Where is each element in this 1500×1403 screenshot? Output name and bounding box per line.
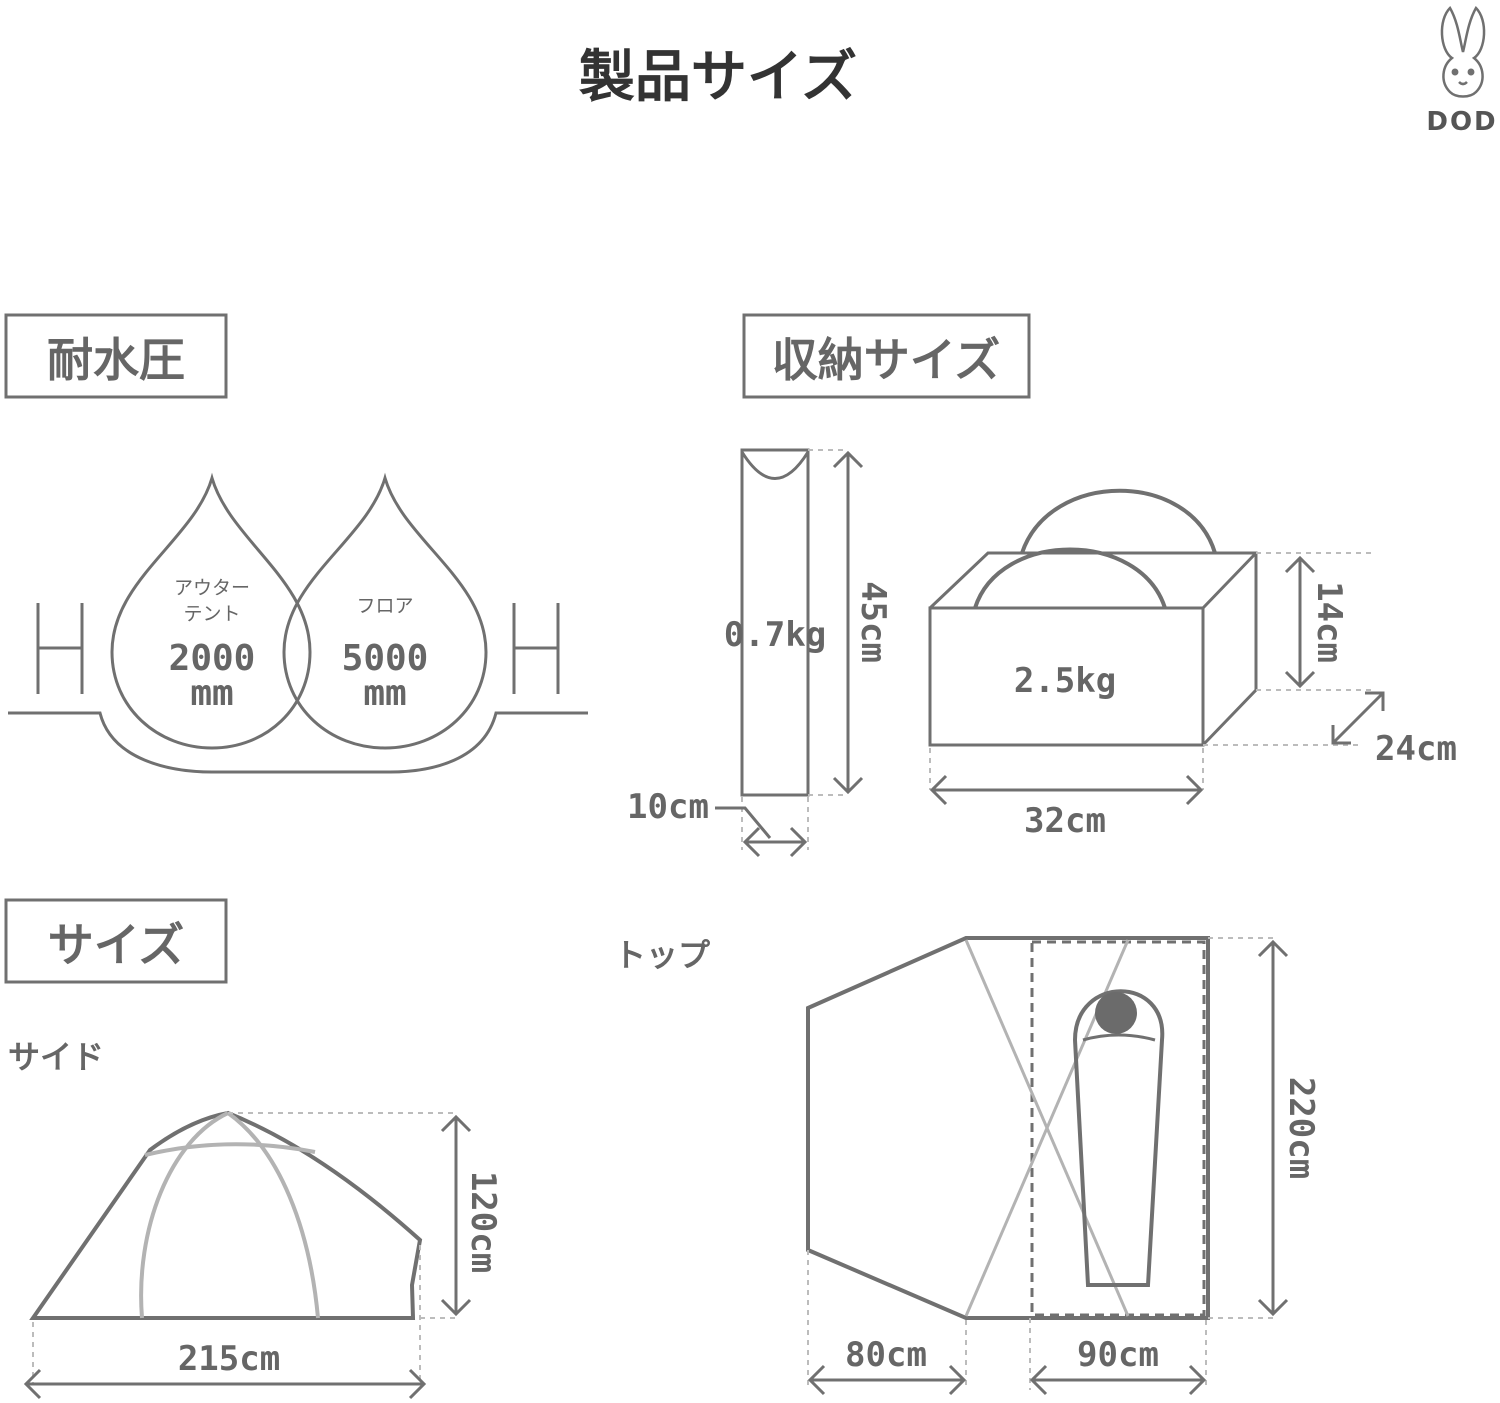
top-view-label: トップ [614, 936, 711, 974]
vestibule-width-arrow [807, 1364, 967, 1396]
bag-height-label: 14cm [1309, 581, 1349, 663]
inner-width-arrow [1029, 1364, 1207, 1396]
storage-heading: 収納サイズ [772, 333, 1001, 387]
bag-width-label: 32cm [1024, 801, 1106, 841]
sleeping-bag-icon [1072, 989, 1165, 1287]
h-mark-right [512, 603, 560, 694]
top-length-label: 220cm [1281, 1077, 1321, 1179]
floor-unit: mm [363, 673, 406, 714]
bag-height-arrow [1284, 555, 1316, 689]
side-length-label: 215cm [178, 1339, 280, 1379]
pole-bag [740, 448, 848, 850]
water-pressure-section: 耐水圧 アウター テント 2000 mm フロア 5000 mm [4, 313, 588, 774]
top-length-arrow [1257, 939, 1289, 1317]
bag-width-arrow [929, 774, 1204, 806]
logo-text: DOD [1426, 107, 1497, 137]
outer-tent-drop-icon [110, 472, 312, 750]
inner-width-label: 90cm [1077, 1335, 1159, 1375]
side-height-arrow [440, 1114, 472, 1317]
floor-value: 5000 [342, 638, 429, 679]
pole-width-label: 10cm [627, 787, 709, 827]
h-mark-left [36, 603, 84, 694]
head-icon [1095, 992, 1137, 1034]
side-height-label: 120cm [463, 1171, 503, 1273]
storage-section: 収納サイズ 0.7kg 45cm 10cm [627, 313, 1457, 858]
tent-top-view [806, 936, 1276, 1390]
size-heading: サイズ [48, 918, 185, 972]
outer-label-1: アウター [174, 577, 250, 599]
floor-label: フロア [356, 595, 413, 617]
pole-height-label: 45cm [853, 581, 893, 663]
heading-box [742, 313, 1031, 399]
water-pressure-heading: 耐水圧 [47, 333, 185, 387]
outer-unit: mm [190, 673, 233, 714]
pole-width-arrow [715, 806, 808, 858]
ground-line [8, 711, 588, 774]
floor-drop-icon [282, 472, 488, 750]
size-section: サイズ サイド 120cm 215cm トップ [4, 898, 1321, 1400]
pole-height-arrow [832, 450, 864, 795]
outer-value: 2000 [169, 638, 256, 679]
side-view-label: サイド [8, 1038, 104, 1076]
heading-box [4, 898, 228, 984]
side-length-arrow [23, 1368, 427, 1400]
bag-depth-label: 24cm [1375, 729, 1457, 769]
logo: DOD [1426, 5, 1497, 137]
heading-box [4, 313, 228, 399]
page-title: 製品サイズ [579, 45, 857, 110]
rabbit-icon [1440, 5, 1486, 98]
tent-bag [928, 488, 1376, 790]
bag-depth-arrow [1331, 691, 1385, 745]
tent-side-view [29, 1110, 458, 1385]
inner-tent-outline [1030, 940, 1206, 1317]
bag-weight: 2.5kg [1014, 661, 1116, 701]
outer-label-2: テント [183, 603, 240, 625]
vestibule-width-label: 80cm [845, 1335, 927, 1375]
pole-weight: 0.7kg [724, 615, 826, 655]
